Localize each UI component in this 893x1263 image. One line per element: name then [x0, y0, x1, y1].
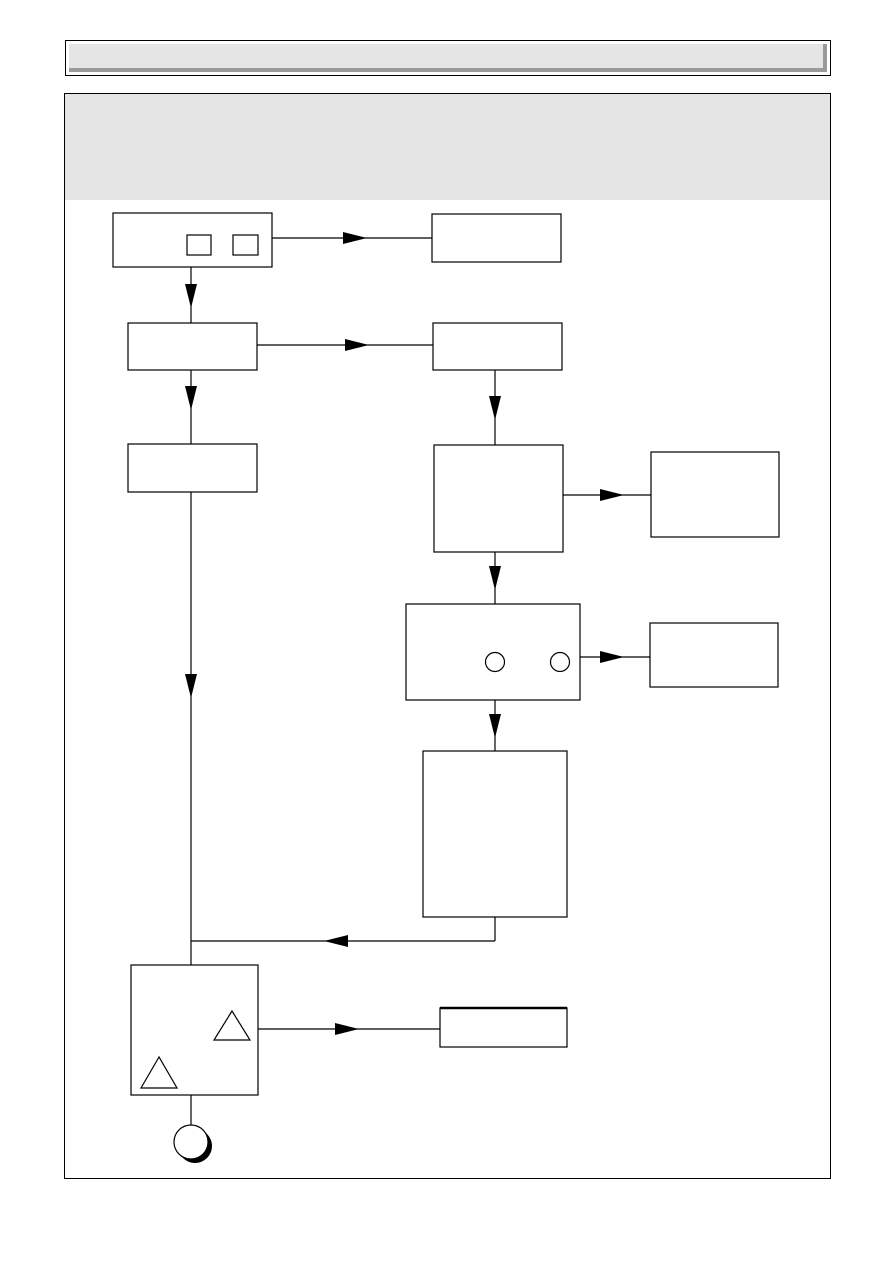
result-box-2: [432, 322, 563, 371]
title-bar: [65, 40, 831, 76]
end-connector: [173, 1124, 212, 1163]
check-box-a: [433, 444, 564, 553]
final-result-box: [439, 1007, 568, 1048]
step-box-3: [127, 443, 258, 493]
connector-procedure-to-final-check: [191, 917, 496, 947]
start-box-square-1: [186, 234, 212, 256]
header-band: [65, 94, 830, 200]
check-b-result-box: [649, 622, 779, 688]
warning-triangle-2: [139, 1055, 179, 1089]
check-a-result-box: [650, 451, 780, 538]
procedure-box: [422, 750, 568, 918]
check-b-circle-1: [484, 651, 506, 673]
start-box-square-2: [232, 234, 259, 256]
warning-triangle-1: [212, 1009, 252, 1041]
check-b-circle-2: [549, 651, 571, 673]
title-bar-inner: [69, 44, 827, 72]
step-box-2: [127, 322, 258, 371]
check-box-b: [405, 603, 581, 701]
result-box-1: [431, 213, 562, 263]
